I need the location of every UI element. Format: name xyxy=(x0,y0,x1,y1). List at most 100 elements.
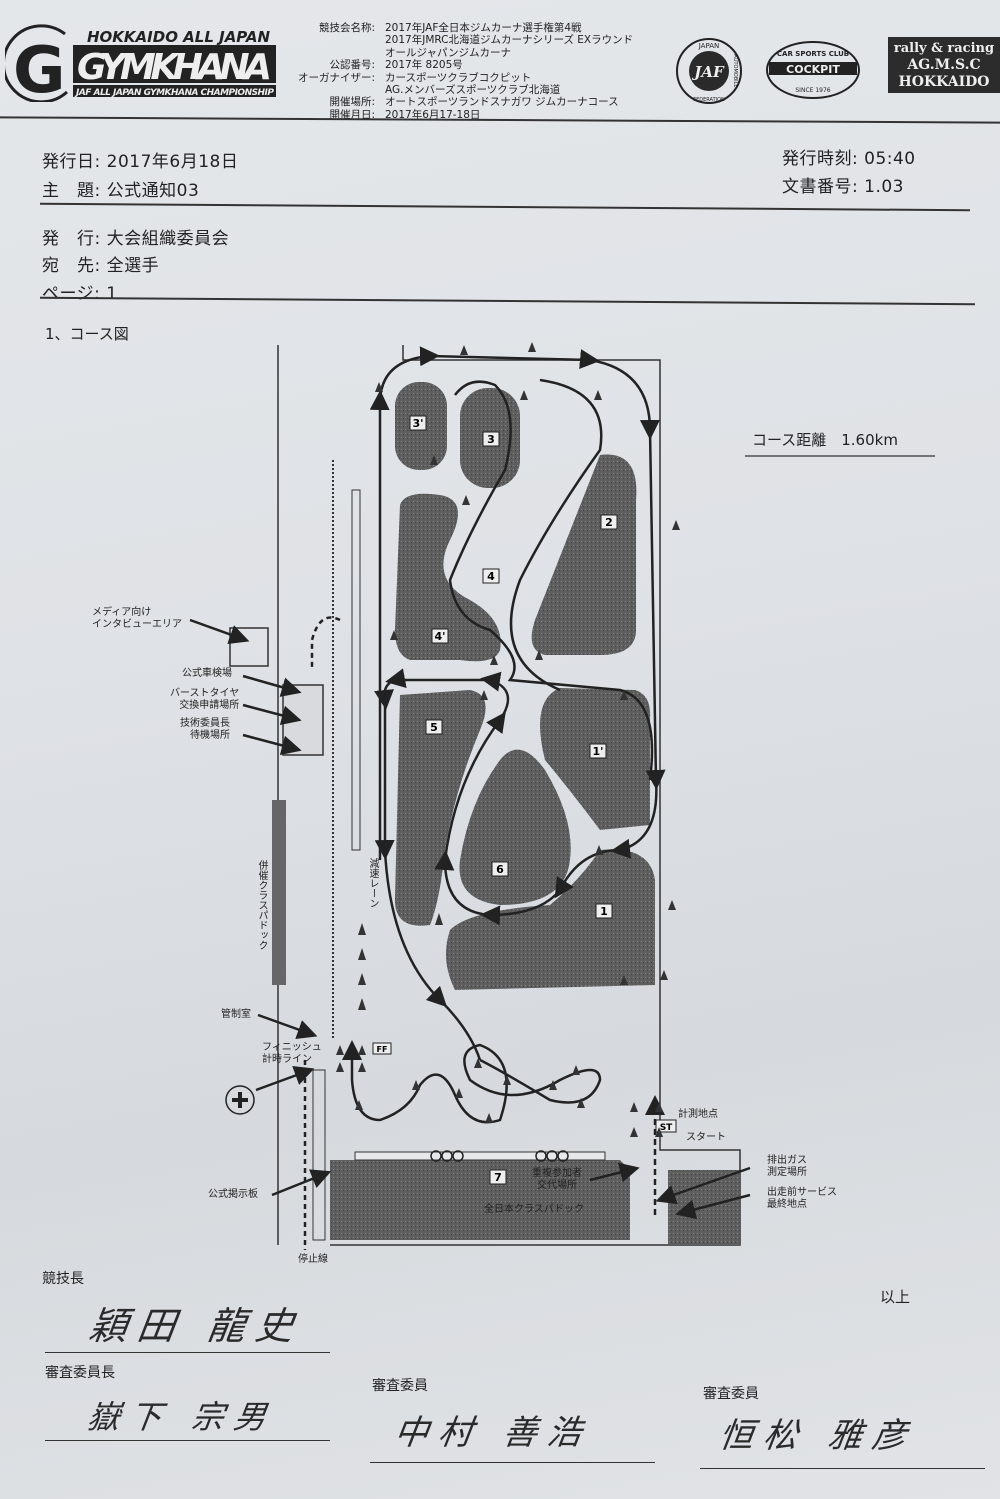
start-badge: ST xyxy=(660,1123,673,1133)
event-info-value: 2017年JAF全日本ジムカーナ選手権第4戦 xyxy=(385,22,582,34)
track-line xyxy=(342,346,666,1215)
svg-text:CAR SPORTS CLUB: CAR SPORTS CLUB xyxy=(777,50,849,58)
page-number: ページ: 1 xyxy=(42,284,118,304)
closing-text: 以上 xyxy=(880,1288,911,1306)
clerk-signature: 穎田 龍史 xyxy=(86,1304,307,1348)
svg-text:3': 3' xyxy=(412,417,423,430)
issuer: 発 行: 大会組織委員会 xyxy=(42,229,230,249)
event-info-value: 2017年 8205号 xyxy=(385,59,463,72)
doc-number: 文書番号: 1.03 xyxy=(782,177,904,197)
agmsc-badge: rally & racing AG.M.S.C HOKKAIDO xyxy=(888,37,1000,93)
steward2-signature: 恒松 雅彦 xyxy=(716,1416,920,1456)
svg-text:5: 5 xyxy=(430,721,438,734)
event-info-label: オーガナイザー: xyxy=(297,71,375,84)
course-distance: コース距離 1.60km xyxy=(752,431,898,449)
event-info-label: 競技会名称: xyxy=(318,22,375,34)
ff-label: FF xyxy=(377,1045,388,1054)
event-info-value: AG.メンバーズスポーツクラブ北海道 xyxy=(385,84,561,97)
notice-board-label: 公式掲示板 xyxy=(208,1189,258,1200)
start-label: スタート xyxy=(686,1132,726,1143)
event-info-row: 競技会名称: 2017年JAF全日本ジムカーナ選手権第4戦 xyxy=(290,22,633,34)
svg-text:COCKPIT: COCKPIT xyxy=(786,63,840,76)
island-label: 4 xyxy=(482,568,500,584)
burst-tire-label: バーストタイヤ交換申請場所 xyxy=(170,688,240,711)
control-room-label: 管制室 xyxy=(221,1009,251,1020)
svg-text:6: 6 xyxy=(496,863,504,876)
event-info-row: 公認番号: 2017年 8205号 xyxy=(290,59,633,71)
stop-line-label: 停止線 xyxy=(298,1254,328,1265)
jaf-badge-mark: JAF xyxy=(691,63,725,81)
svg-text:SINCE 1976: SINCE 1976 xyxy=(795,87,830,94)
event-info-row: オールジャパンジムカーナ xyxy=(290,47,633,59)
inspection-label: 公式車検場 xyxy=(182,668,232,679)
media-area-label: メディア向けインタビューエリア xyxy=(92,607,182,630)
island-label: 5 xyxy=(425,719,443,735)
svg-text:3: 3 xyxy=(487,433,495,446)
driver-change-label: 重複参加者交代場所 xyxy=(532,1168,582,1191)
island-label: 1 xyxy=(595,903,613,919)
svg-text:7: 7 xyxy=(494,1171,502,1184)
svg-text:2: 2 xyxy=(605,516,613,529)
event-info-row: 開催場所: オートスポーツランドスナガワ ジムカーナコース xyxy=(290,96,633,108)
svg-text:1': 1' xyxy=(592,745,603,758)
issue-date: 発行日: 2017年6月18日 xyxy=(42,152,239,172)
event-info-row: 2017年JMRC北海道ジムカーナシリーズ EXラウンド xyxy=(290,34,633,46)
event-info-value: オールジャパンジムカーナ xyxy=(385,46,511,59)
island-label: 3' xyxy=(409,415,427,431)
steward1-signature: 中村 善浩 xyxy=(391,1413,595,1453)
signature-line xyxy=(45,1440,330,1441)
svg-text:G: G xyxy=(13,34,66,102)
chief-steward-signature: 嶽下 宗男 xyxy=(85,1398,279,1436)
service-point-label: 出走前サービス最終地点 xyxy=(767,1187,837,1210)
logo-line1: HOKKAIDO ALL JAPAN xyxy=(87,28,271,46)
svg-text:4: 4 xyxy=(487,570,495,583)
event-info-value: カースポーツクラブコクピット xyxy=(385,71,532,84)
cones xyxy=(336,342,680,1137)
event-info-label: 開催場所: xyxy=(329,96,375,109)
jaf-badge-bottom: FEDERATION xyxy=(693,97,725,103)
island-2 xyxy=(531,454,637,655)
steward1-role: 審査委員 xyxy=(372,1378,428,1394)
jaf-badge-top: JAPAN xyxy=(698,42,720,50)
jaf-badge: JAPAN JAF AUTOMOBILE FEDERATION xyxy=(675,37,743,105)
signature-line xyxy=(370,1462,655,1463)
main-paddock-label: 全日本クラスパドック xyxy=(484,1204,585,1215)
signature-line xyxy=(45,1352,330,1353)
recipient: 宛 先: 全選手 xyxy=(42,256,160,276)
finish-line-label: フィニッシュ計時ライン xyxy=(262,1042,322,1065)
logo-line3: JAF ALL JAPAN GYMKHANA CHAMPIONSHIP xyxy=(74,88,274,98)
event-info-value: オートスポーツランドスナガワ ジムカーナコース xyxy=(385,96,619,109)
svg-text:1: 1 xyxy=(600,905,608,918)
exhaust-label: 排出ガス測定場所 xyxy=(767,1155,807,1178)
event-info-value: 2017年JMRC北海道ジムカーナシリーズ EXラウンド xyxy=(385,34,634,47)
subject: 主 題: 公式通知03 xyxy=(42,181,200,201)
decel-lane-label: 減速レーン xyxy=(367,858,378,908)
cockpit-badge: CAR SPORTS CLUB COCKPIT SINCE 1976 xyxy=(765,40,861,100)
island-label: 4' xyxy=(431,628,449,644)
svg-text:4': 4' xyxy=(434,630,445,643)
event-info-label: 公認番号: xyxy=(329,59,375,72)
island-label: 7 xyxy=(489,1169,507,1185)
island-label: 2 xyxy=(600,514,618,530)
island-label: 3 xyxy=(482,431,500,447)
event-info-row: オーガナイザー: カースポーツクラブコクピット xyxy=(290,72,633,84)
tech-steward-label: 技術委員長待機場所 xyxy=(180,718,230,741)
clerk-role: 競技長 xyxy=(42,1271,84,1287)
timing-point-label: 計測地点 xyxy=(678,1109,718,1120)
issue-time: 発行時刻: 05:40 xyxy=(782,149,916,169)
island-6 xyxy=(459,749,571,905)
event-info-row: AG.メンバーズスポーツクラブ北海道 xyxy=(290,84,633,96)
section-heading: 1、コース図 xyxy=(45,325,129,343)
island-7 xyxy=(330,1160,740,1245)
island-label: 1' xyxy=(589,743,607,759)
logo-line2: GYMKHANA xyxy=(77,47,272,88)
signature-line xyxy=(700,1468,985,1469)
gymkhana-logo: G HOKKAIDO ALL JAPAN GYMKHANA JAF ALL JA… xyxy=(2,12,280,108)
side-paddock-label: 併催クラスパドック xyxy=(256,860,267,950)
island-label: 6 xyxy=(491,861,509,877)
first-aid-icon xyxy=(225,1085,255,1115)
jaf-badge-side: AUTOMOBILE xyxy=(732,54,738,87)
steward2-role: 審査委員 xyxy=(703,1386,759,1402)
